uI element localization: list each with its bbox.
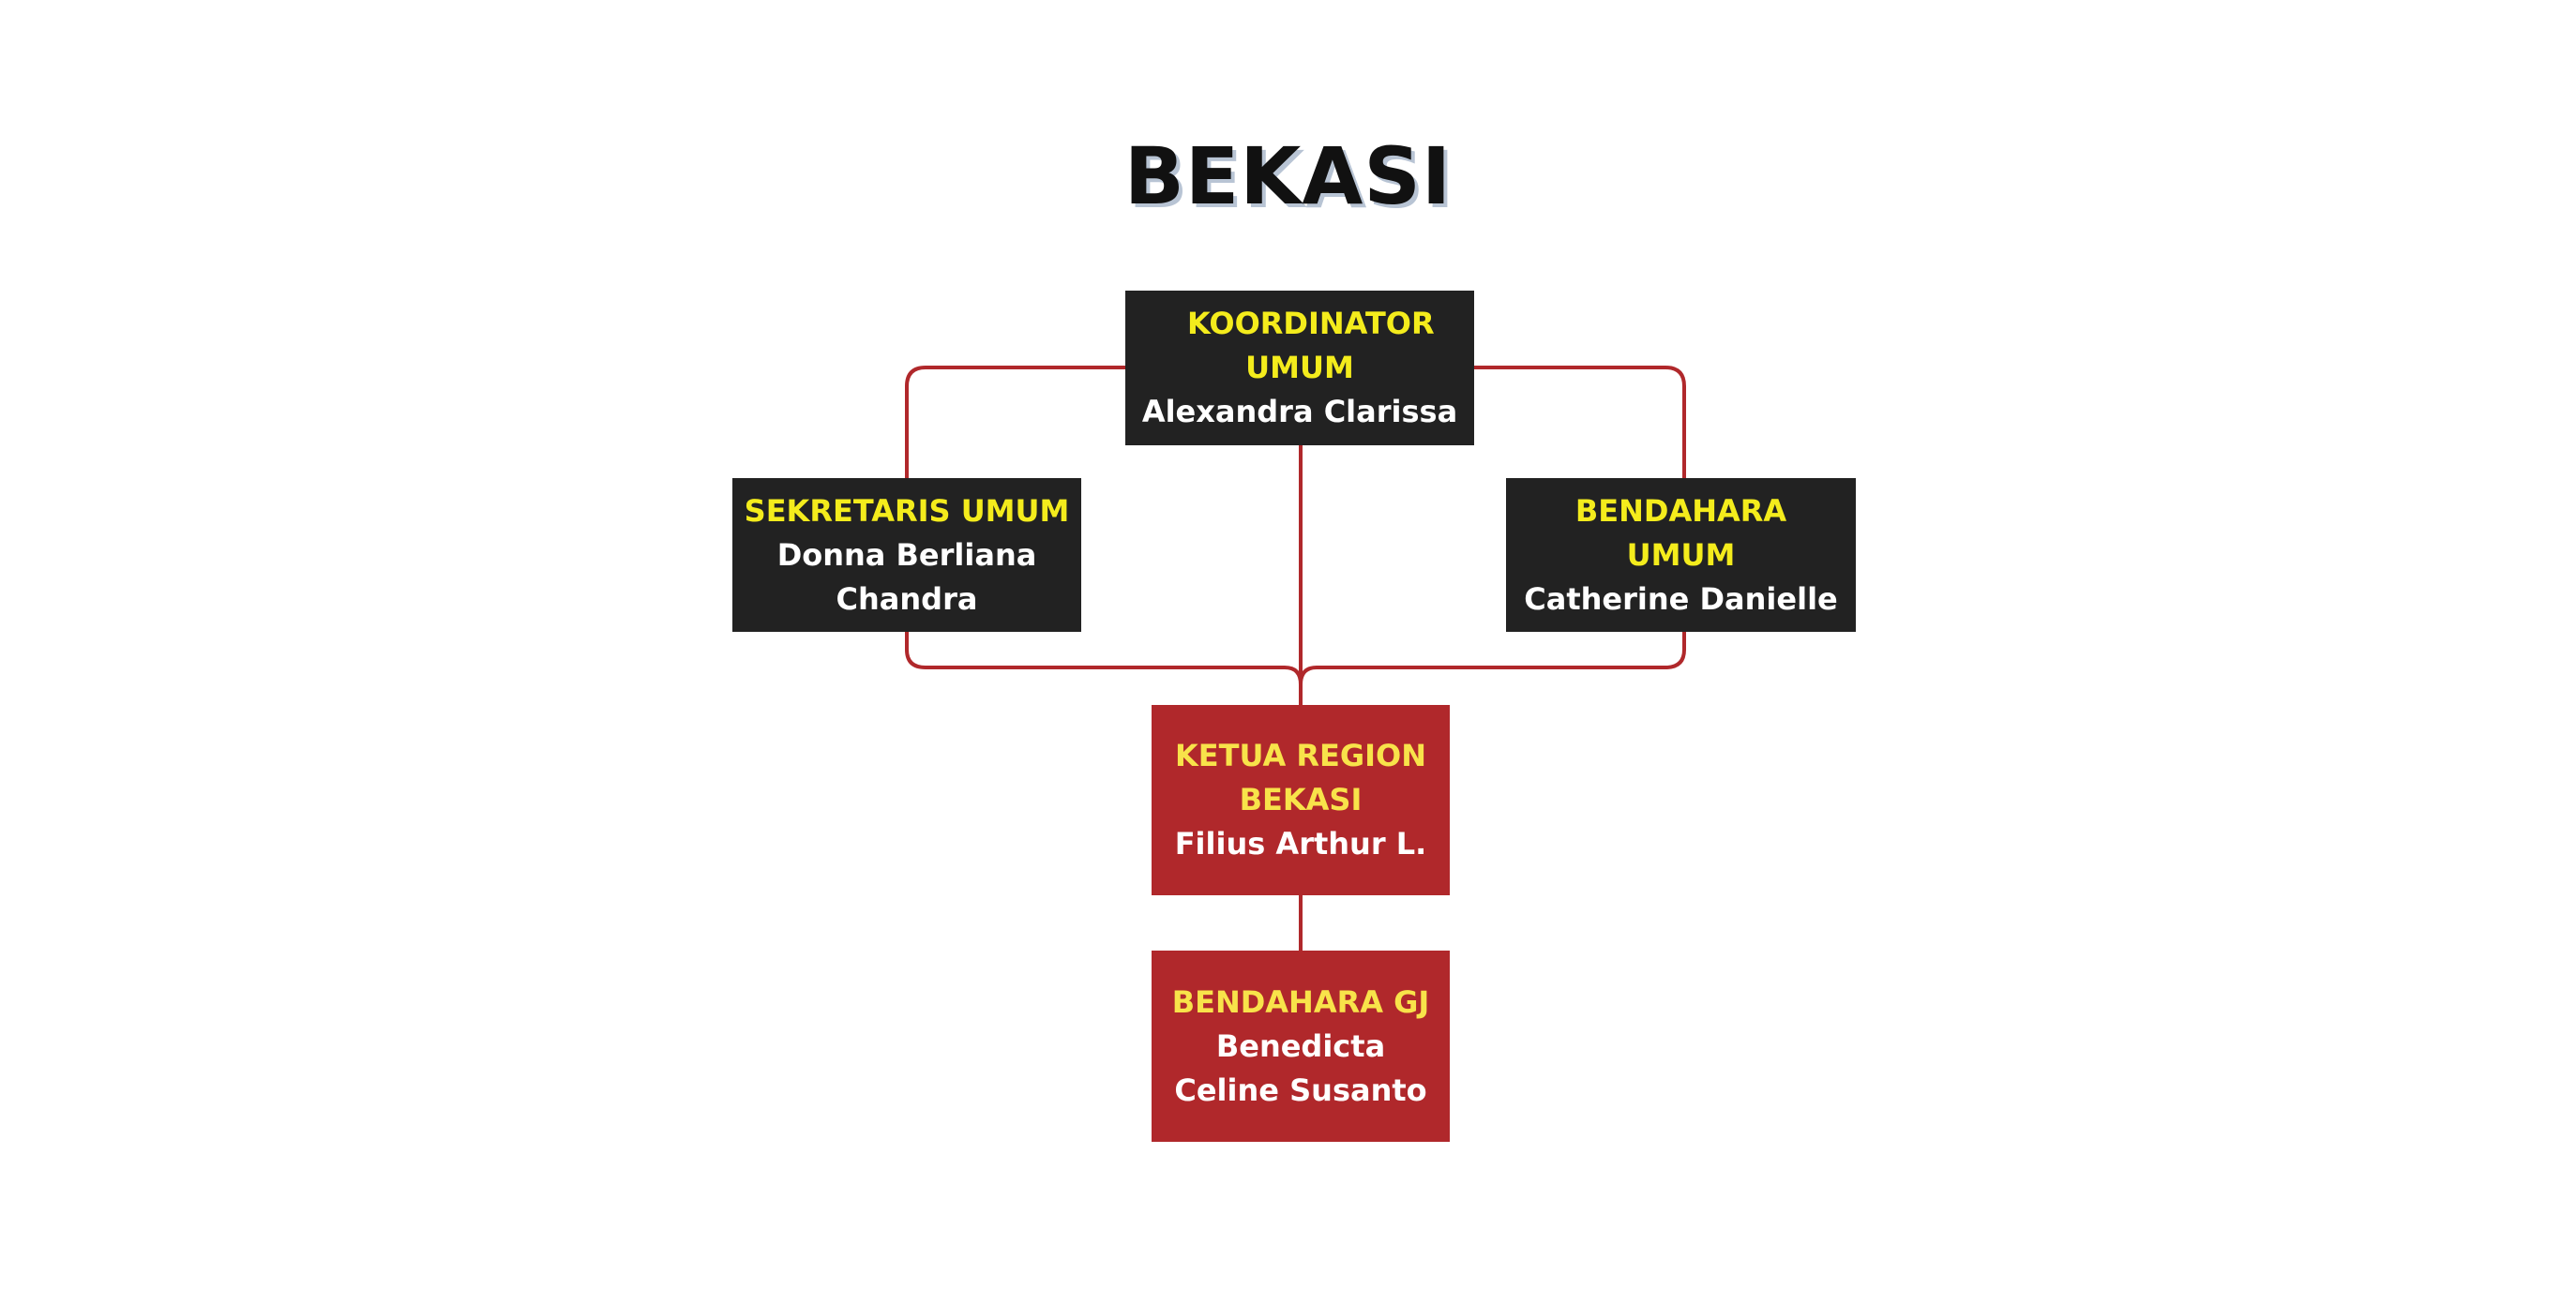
node-ketua-region-bekasi: KETUA REGION BEKASI Filius Arthur L. (1152, 705, 1450, 895)
node-role: BENDAHARA UMUM (1574, 492, 1787, 573)
node-koordinator-umum: KOORDINATOR UMUM Alexandra Clarissa (1125, 291, 1474, 445)
node-person-name: Catherine Danielle (1524, 580, 1838, 617)
node-person-name: Benedicta Celine Susanto (1174, 1027, 1427, 1108)
node-role: SEKRETARIS UMUM (744, 492, 1070, 529)
node-role: KETUA REGION BEKASI (1174, 738, 1427, 817)
connector-bendahara-umum-ketua (1299, 632, 1686, 685)
node-person-name: Alexandra Clarissa (1141, 394, 1458, 429)
node-bendahara-gj: BENDAHARA GJ Benedicta Celine Susanto (1152, 951, 1450, 1142)
connector-sekretaris-ketua (905, 632, 1303, 685)
node-person-name: Donna Berliana Chandra (776, 536, 1037, 617)
node-role: BENDAHARA GJ (1171, 983, 1430, 1020)
node-bendahara-umum: BENDAHARA UMUM Catherine Danielle (1506, 478, 1856, 632)
connector-koordinator-sekretaris (905, 366, 1125, 478)
node-person-name: Filius Arthur L. (1174, 826, 1427, 862)
node-role: KOORDINATOR UMUM (1187, 306, 1435, 385)
node-sekretaris-umum: SEKRETARIS UMUM Donna Berliana Chandra (732, 478, 1081, 632)
connector-koordinator-bendahara-umum (1474, 366, 1686, 478)
page-title: BEKASI (1123, 130, 1453, 222)
